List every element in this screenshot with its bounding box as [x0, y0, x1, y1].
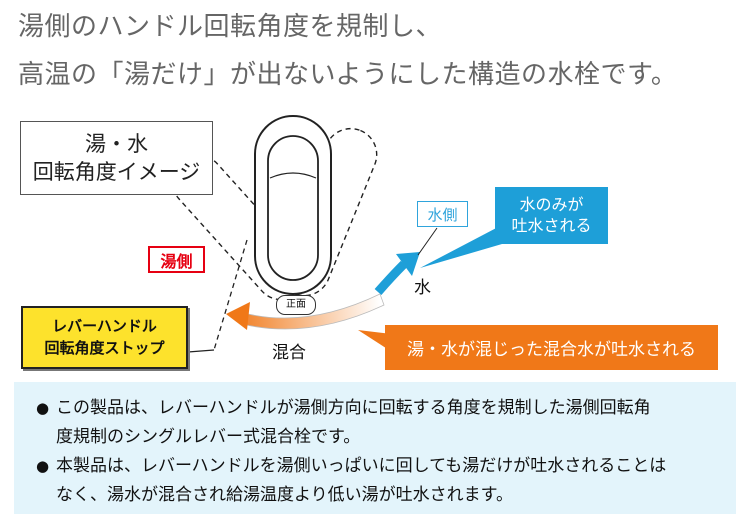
- product-notes-panel: ● この製品は、レバーハンドルが湯側方向に回転する角度を規制した湯側回転角 度規…: [14, 382, 736, 514]
- note-item: ● この製品は、レバーハンドルが湯側方向に回転する角度を規制した湯側回転角 度規…: [36, 394, 718, 452]
- note-1-line-1: この製品は、レバーハンドルが湯側方向に回転する角度を規制した湯側回転角: [56, 398, 651, 418]
- lever-stop-line-2: 回転角度ストップ: [44, 338, 165, 357]
- note-2-line-1: 本製品は、レバーハンドルを湯側いっぱいに回しても湯だけが吐水されることは: [56, 456, 667, 476]
- water-side-label: 水側: [417, 201, 468, 227]
- stop-leader-line: [187, 349, 215, 353]
- note-item: ● 本製品は、レバーハンドルを湯側いっぱいに回しても湯だけが吐水されることは な…: [36, 452, 718, 510]
- mixed-label: 混合: [272, 343, 306, 363]
- water-only-callout: 水のみが 吐水される: [495, 187, 608, 244]
- lever-stop-line-1: レバーハンドル: [52, 316, 157, 335]
- bullet-icon: ●: [36, 457, 50, 475]
- faucet-rotation-diagram: [171, 115, 502, 353]
- note-2-line-2: なく、湯水が混合され給湯温度より低い湯が吐水されます。: [56, 485, 513, 505]
- water-only-line-1: 水のみが: [519, 194, 584, 214]
- concept-title-line-1: 湯・水: [85, 131, 148, 156]
- rotation-arrow-hot-head: [226, 302, 250, 330]
- heading-line-1: 湯側のハンドル回転角度を規制し、: [18, 12, 443, 42]
- lever-stop-label: レバーハンドル 回転角度ストップ: [21, 306, 188, 369]
- water-label: 水: [414, 278, 431, 298]
- concept-title-line-2: 回転角度イメージ: [32, 160, 201, 184]
- water-tag-leader: [417, 227, 438, 256]
- bullet-icon: ●: [36, 399, 50, 417]
- front-badge: 正面: [276, 295, 316, 315]
- heading-line-2: 高温の「湯だけ」が出ないようにした構造の水栓です。: [18, 60, 678, 90]
- water-only-line-2: 吐水される: [511, 215, 592, 235]
- water-direction-arrow-head: [396, 252, 420, 276]
- mixed-water-callout: 湯・水が混じった混合水が吐水される: [385, 325, 718, 370]
- hot-side-label: 湯側: [148, 246, 205, 273]
- mixed-callout-pointer: [358, 330, 392, 352]
- lever-handle-highlight: [269, 172, 317, 179]
- rotation-concept-box: 湯・水 回転角度イメージ: [20, 121, 213, 195]
- water-only-callout-pointer: [420, 225, 502, 268]
- stop-limit-line: [213, 239, 248, 351]
- water-direction-arrow: [374, 260, 408, 295]
- note-1-line-2: 度規制のシングルレバー式混合栓です。: [56, 427, 361, 447]
- lever-handle-inner: [267, 135, 319, 281]
